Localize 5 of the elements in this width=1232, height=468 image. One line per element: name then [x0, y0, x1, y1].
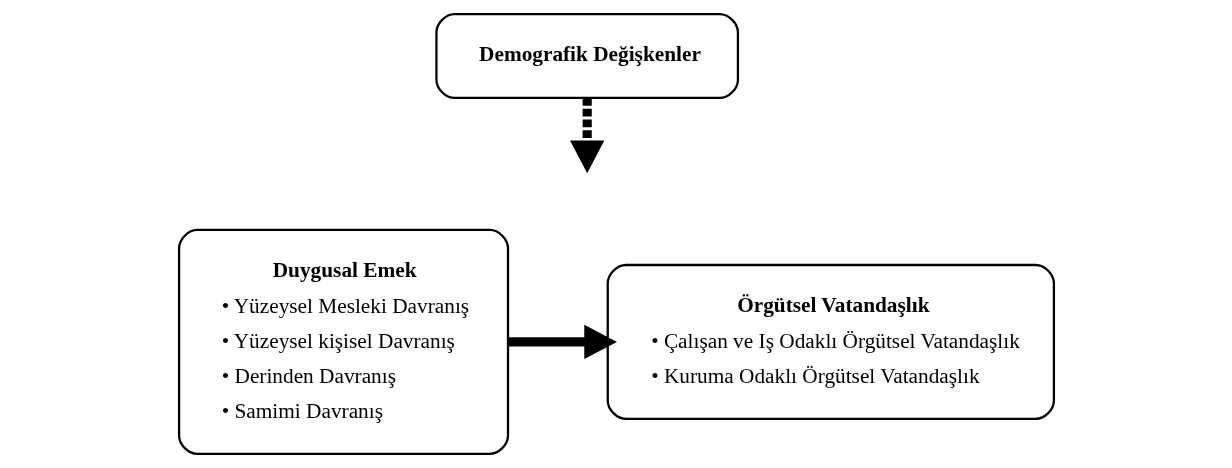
- node-box: Örgütsel Vatandaşlık • Çalışan ve Iş Odaklı Örgütsel Vatandaşlık • Kuruma Odaklı Örgütsel Vatandaşlık: [606, 263, 1055, 420]
- node-box: Duygusal Emek • Yüzeysel Mesleki Davranış • Yüzeysel kişisel Davranış • Derinden Davranış • Samimi Davranış: [177, 228, 509, 455]
- arrow: [569, 98, 604, 174]
- arrow: [507, 324, 617, 360]
- node-box: Demografik Değişkenler: [434, 13, 739, 100]
